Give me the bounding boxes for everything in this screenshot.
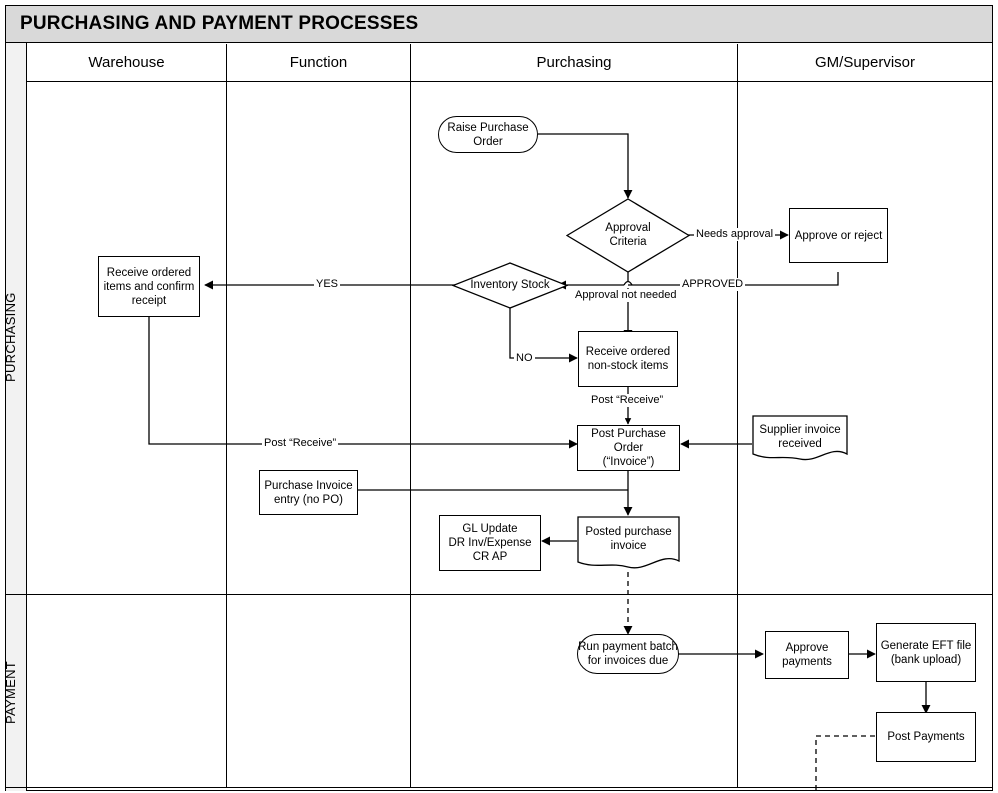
grid-line-col-function-purchasing — [410, 44, 411, 787]
node-label-line: received — [778, 438, 822, 450]
column-header-function: Function — [289, 54, 348, 71]
node-label-line: Posted purchase — [585, 526, 672, 538]
node-post-payments[interactable]: Post Payments — [876, 712, 976, 762]
node-label-line: entry (no PO) — [273, 493, 344, 506]
column-header-warehouse: Warehouse — [88, 54, 165, 71]
edge-label-needs-approval: Needs approval — [694, 228, 776, 241]
node-raise-purchase-order[interactable]: Raise Purchase Order — [438, 116, 538, 153]
node-label-line: Post Payments — [887, 731, 965, 743]
node-label-line: (“Invoice”) — [602, 456, 655, 468]
swimlane-label-column — [6, 43, 27, 791]
node-label-line: Criteria — [609, 236, 647, 248]
node-label-line: items and confirm — [103, 280, 195, 293]
node-purchase-invoice-entry[interactable]: Purchase Invoice entry (no PO) — [259, 470, 358, 515]
node-label-line: receipt — [131, 294, 167, 307]
node-label-line: Approve or reject — [794, 229, 883, 242]
grid-line-bottom — [6, 787, 992, 788]
grid-line-col-warehouse-function — [226, 44, 227, 787]
node-generate-eft-file[interactable]: Generate EFT file (bank upload) — [876, 623, 976, 682]
node-posted-purchase-invoice[interactable]: Posted purchase invoice — [577, 516, 680, 572]
node-label-line: GL Update — [462, 523, 518, 535]
node-label-line: payments — [782, 656, 832, 668]
node-run-payment-batch[interactable]: Run payment batch for invoices due — [577, 634, 679, 674]
edge-label-no: NO — [514, 352, 535, 365]
edge-label-approved: APPROVED — [680, 278, 746, 291]
node-label-line: Inventory Stock — [470, 279, 550, 291]
grid-line-lane-divider — [6, 594, 992, 595]
column-header-purchasing: Purchasing — [536, 54, 612, 71]
title-bar: PURCHASING AND PAYMENT PROCESSES — [6, 6, 992, 43]
node-label-line: Raise Purchase — [447, 121, 529, 134]
node-supplier-invoice-received[interactable]: Supplier invoice received — [752, 415, 848, 463]
node-label-line: for invoices due — [587, 655, 669, 667]
node-label-line: Post Purchase Order — [591, 428, 666, 454]
node-label-line: Approve — [785, 642, 829, 654]
node-label-line: invoice — [610, 540, 647, 552]
node-label-line: Order — [473, 135, 503, 148]
grid-line-header-bottom — [27, 81, 992, 82]
node-label-line: Receive ordered — [585, 346, 671, 358]
swimlane-label-purchasing: PURCHASING — [3, 292, 18, 383]
node-label-line: Supplier invoice — [759, 424, 841, 436]
node-label-line: Purchase Invoice — [264, 479, 353, 492]
swimlane-label-payment: PAYMENT — [3, 661, 18, 725]
node-label-line: CR AP — [472, 551, 508, 563]
node-label-line: Approval — [605, 222, 651, 234]
diagram-frame — [5, 5, 993, 791]
grid-line-col-purchasing-gm — [737, 44, 738, 787]
edge-label-yes: YES — [314, 278, 341, 291]
node-post-purchase-order[interactable]: Post Purchase Order (“Invoice”) — [577, 425, 680, 471]
node-label-line: non-stock items — [587, 360, 669, 372]
node-receive-nonstock-items[interactable]: Receive ordered non-stock items — [578, 331, 678, 387]
edge-label-post-receive-bottom: Post “Receive” — [262, 437, 339, 450]
column-header-gm-supervisor: GM/Supervisor — [814, 54, 916, 71]
node-gl-update[interactable]: GL Update DR Inv/Expense CR AP — [439, 515, 541, 571]
node-receive-ordered-items[interactable]: Receive ordered items and confirm receip… — [98, 256, 200, 317]
edge-label-approval-not-needed: Approval not needed — [573, 289, 679, 302]
edge-label-post-receive-top: Post “Receive” — [589, 394, 666, 407]
node-approve-or-reject[interactable]: Approve or reject — [789, 208, 888, 263]
node-inventory-stock[interactable]: Inventory Stock — [452, 262, 568, 309]
node-label-line: Run payment batch — [578, 641, 678, 653]
node-approval-criteria[interactable]: Approval Criteria — [566, 198, 690, 273]
node-label-line: DR Inv/Expense — [448, 537, 532, 549]
page-title: PURCHASING AND PAYMENT PROCESSES — [20, 13, 419, 34]
node-label-line: Generate EFT file — [880, 639, 972, 652]
node-approve-payments[interactable]: Approve payments — [765, 631, 849, 679]
node-label-line: Receive ordered — [106, 266, 192, 279]
node-label-line: (bank upload) — [890, 653, 962, 666]
